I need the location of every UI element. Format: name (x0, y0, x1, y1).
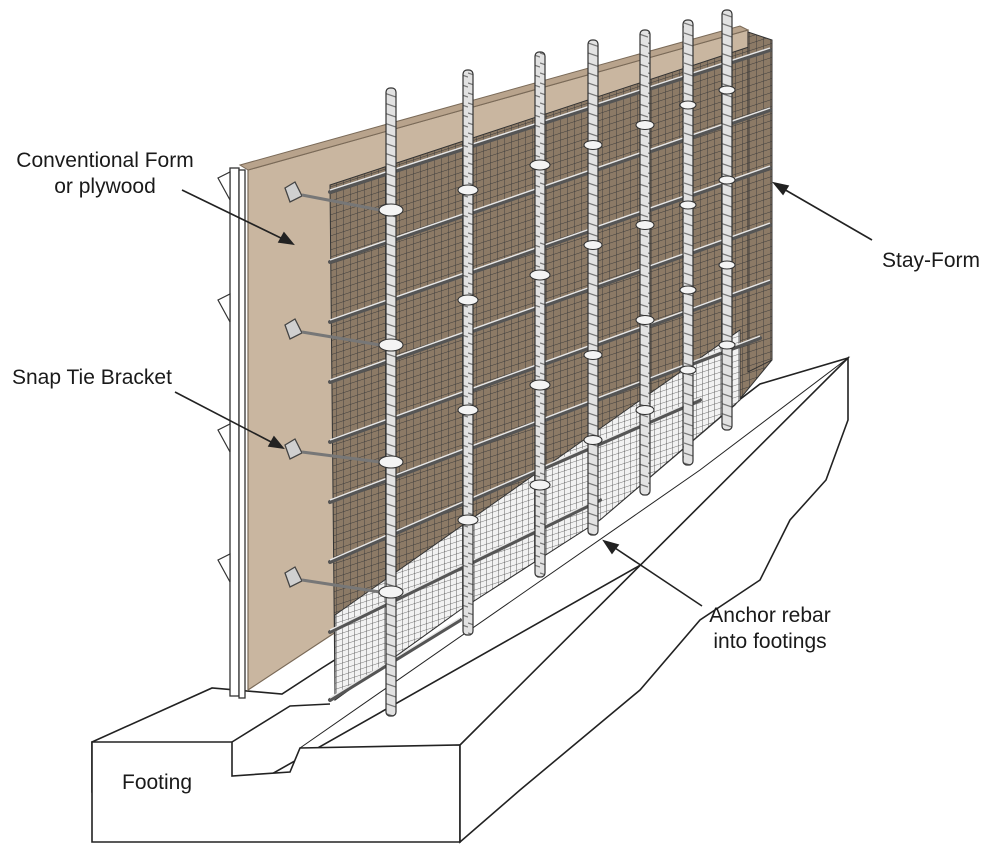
label-snap-tie-bracket: Snap Tie Bracket (12, 366, 172, 389)
snap-ties (284, 181, 381, 594)
leader-arrows (174, 181, 873, 607)
rebar-verticals (385, 9, 733, 717)
label-anchor-rebar-line2: into footings (713, 630, 827, 653)
label-conventional-form: Conventional Form or plywood (10, 148, 200, 200)
label-conventional-form-line2: or plywood (54, 175, 156, 198)
label-anchor-rebar: Anchor rebar into footings (700, 603, 840, 655)
label-conventional-form-line1: Conventional Form (16, 149, 194, 172)
label-stay-form: Stay-Form (882, 249, 981, 272)
label-footing: Footing (122, 771, 193, 794)
rebar-clips (378, 85, 736, 599)
label-anchor-rebar-line1: Anchor rebar (709, 604, 831, 627)
